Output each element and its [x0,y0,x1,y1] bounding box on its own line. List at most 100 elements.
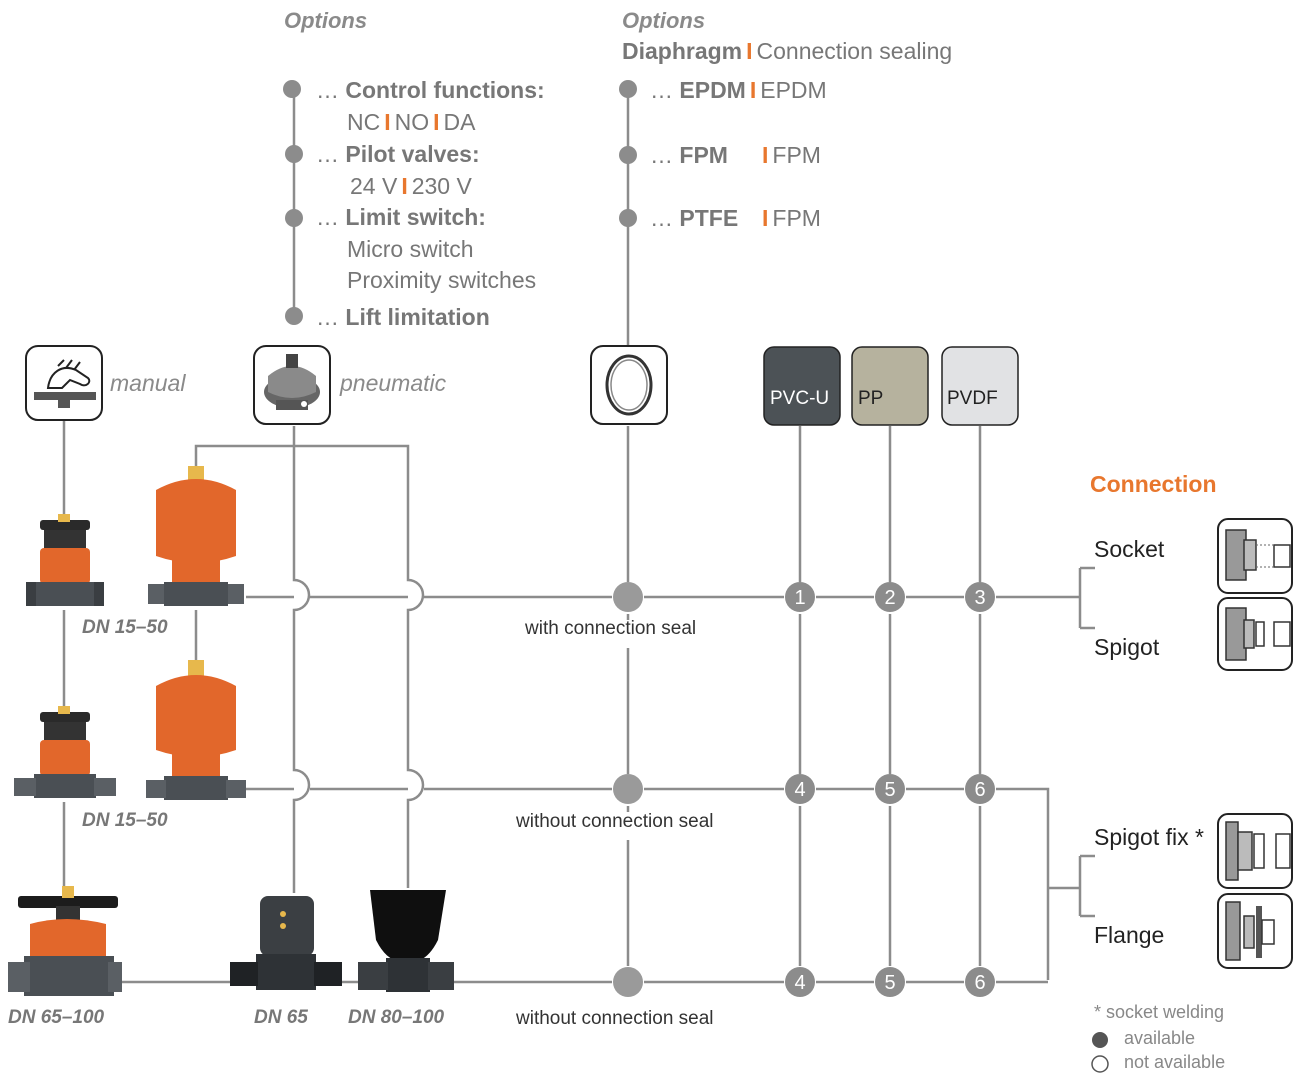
manual-valve-dn15-50-spigot [14,706,116,798]
node-circle [785,582,815,612]
option-prefix: … [650,205,673,231]
node-number: 3 [974,587,985,609]
connection-title: Connection [1090,471,1217,497]
size-label-row1: DN 15–50 [82,617,168,638]
separator: I [746,38,753,64]
option-limit-switch: … Limit switch: [316,204,486,231]
material-pvdf: PVDF [947,388,998,409]
node-number: 4 [794,779,805,801]
legend-available: available [1124,1028,1196,1048]
size-label-dn65: DN 65 [254,1007,308,1028]
manual-valve-dn15-50 [26,514,104,606]
limit-switch-micro: Micro switch [347,236,474,262]
material-pvc-u: PVC-U [770,388,830,409]
value-nc: NC [347,109,381,135]
node-number: 4 [794,972,805,994]
pneumatic-actuator-icon [253,345,331,425]
seal-text-row2: without connection seal [516,811,714,832]
option-control-functions: … Control functions: [316,77,545,104]
option-prefix: … [316,141,339,167]
not-available-legend-circle [1091,1055,1109,1073]
connection-flange-label: Flange [1094,922,1165,948]
node-circle [965,582,995,612]
option-title: Control functions: [345,77,545,103]
value-no: NO [394,109,430,135]
node-number: 5 [884,972,895,994]
pp-material-box [851,346,929,426]
o-ring-icon [590,345,668,425]
diaphragm-value: EPDM [679,77,746,103]
legend-footnote: * socket welding [1094,1002,1225,1022]
connector-lines [62,89,1095,984]
hand-wheel-icon [25,345,103,421]
connection-spigot-fix-label: Spigot fix * [1094,824,1204,850]
limit-switch-proximity: Proximity switches [347,267,537,293]
diaphragm-value: FPM [679,142,728,168]
manual-valve-dn65-100 [8,886,122,996]
pneumatic-valve-dn15-50 [148,466,244,606]
option-title: Limit switch: [345,204,486,230]
separator: I [762,205,769,231]
pvcu-material-box [763,346,841,426]
node-circle [785,774,815,804]
option-prefix: … [316,77,339,103]
connection-socket-label: Socket [1094,536,1165,562]
diaphragm-value: PTFE [679,205,739,231]
flange-connection-icon [1217,893,1293,969]
separator: I [762,142,769,168]
node-circle [875,582,905,612]
pneumatic-label: pneumatic [340,370,447,396]
sealing-value: EPDM [760,77,827,103]
socket-connection-icon [1217,518,1293,594]
value-da: DA [443,109,476,135]
value-230v: 230 V [411,173,472,199]
material-pp: PP [858,388,884,409]
spigot-fix-connection-icon [1217,813,1293,889]
value-24v: 24 V [350,173,398,199]
diaphragm-heading: Diaphragm [622,38,743,64]
pneumatic-valve-dn65 [230,896,342,990]
node-number: 5 [884,779,895,801]
options-left-header: Options [284,8,368,33]
available-legend-dot [1092,1032,1108,1048]
option-title: Pilot valves: [345,141,480,167]
node-circle [875,774,905,804]
seal-text-row3: without connection seal [516,1008,714,1029]
connection-sealing-heading: Connection sealing [756,38,953,64]
diaphragm-option-ptfe: … PTFE [650,205,738,232]
size-label-dn80-100: DN 80–100 [348,1007,445,1028]
spigot-connection-icon [1217,597,1293,671]
option-prefix: … [316,204,339,230]
node-circle [785,967,815,997]
node-number: 6 [974,779,985,801]
sealing-value: FPM [772,142,821,168]
size-label-row2: DN 15–50 [82,810,168,831]
separator: I [749,77,757,103]
size-label-dn65-100: DN 65–100 [8,1007,105,1028]
legend-not-available: not available [1124,1052,1226,1072]
pvdf-material-box [941,346,1019,426]
node-circle [965,774,995,804]
node-number: 6 [974,972,985,994]
option-prefix: … [650,77,673,103]
node-number: 1 [794,587,805,609]
numbered-nodes: 1 2 3 4 5 6 4 5 6 [785,582,995,997]
connection-spigot-label: Spigot [1094,634,1160,660]
node-number: 2 [884,587,895,609]
pneumatic-valve-dn80-100 [358,890,454,992]
pneumatic-valve-dn15-50-spigot [146,660,246,800]
seal-nodes [613,582,643,997]
node-circle [965,967,995,997]
sealing-value: FPM [772,205,821,231]
options-right-header: Options [622,8,706,33]
manual-label: manual [110,370,186,396]
option-lift-limitation: … Lift limitation [316,304,490,331]
seal-text-row1: with connection seal [525,618,697,639]
